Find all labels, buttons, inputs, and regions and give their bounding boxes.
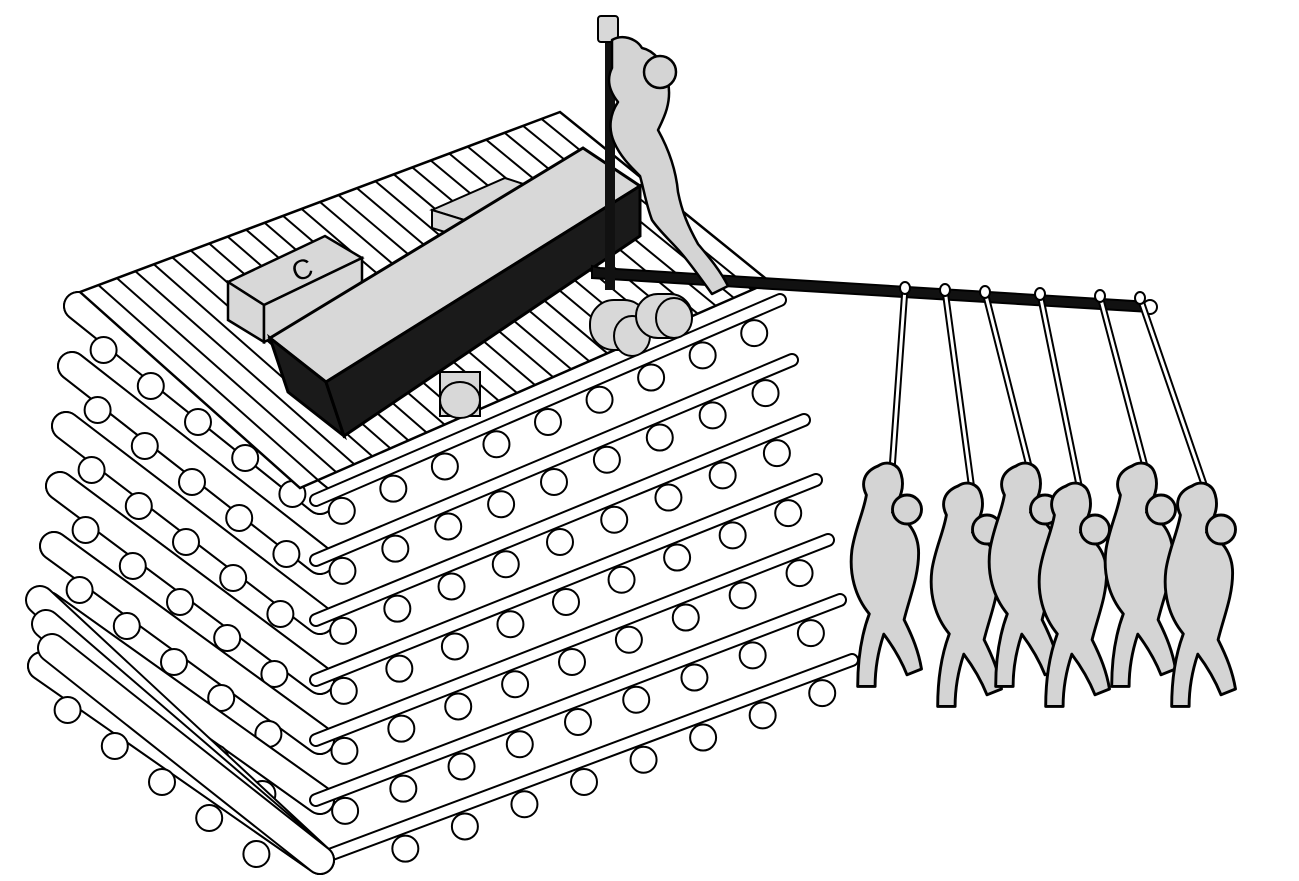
log-end <box>79 457 105 483</box>
log-end <box>435 513 461 539</box>
log-end <box>507 731 533 757</box>
log-end <box>559 649 585 675</box>
log-end <box>571 769 597 795</box>
log-end <box>553 589 579 615</box>
log-end <box>149 769 175 795</box>
log-end <box>720 522 746 548</box>
log-end <box>138 373 164 399</box>
log-end <box>690 342 716 368</box>
hauler-figure <box>931 483 1001 706</box>
log-end <box>493 551 519 577</box>
log-end <box>380 476 406 502</box>
log-end <box>488 491 514 517</box>
log-end <box>102 733 128 759</box>
log-end <box>681 665 707 691</box>
log-end <box>587 387 613 413</box>
log-end <box>388 716 414 742</box>
hauling-ropes <box>892 282 1206 490</box>
log-end <box>750 702 776 728</box>
log-end <box>535 409 561 435</box>
log-end <box>331 738 357 764</box>
log-end <box>787 560 813 586</box>
log-end <box>243 841 269 867</box>
log-end <box>740 642 766 668</box>
log-end <box>390 776 416 802</box>
log-end <box>267 601 293 627</box>
log-end <box>432 453 458 479</box>
log-end <box>775 500 801 526</box>
log-end <box>85 397 111 423</box>
log-end <box>710 462 736 488</box>
log-end <box>179 469 205 495</box>
log-end <box>764 440 790 466</box>
log-end <box>609 567 635 593</box>
log-end <box>809 680 835 706</box>
log-end <box>690 725 716 751</box>
hauling-team <box>851 463 1235 706</box>
log-end <box>384 596 410 622</box>
log-end <box>594 447 620 473</box>
log-end <box>452 813 478 839</box>
log-end <box>332 798 358 824</box>
log-end <box>638 365 664 391</box>
log-end <box>647 425 673 451</box>
log-end <box>273 541 299 567</box>
log-end <box>449 753 475 779</box>
log-end <box>329 498 355 524</box>
log-end <box>483 431 509 457</box>
log-end <box>220 565 246 591</box>
log-end <box>565 709 591 735</box>
log-end <box>331 678 357 704</box>
log-end <box>730 582 756 608</box>
log-end <box>55 697 81 723</box>
log-end <box>511 791 537 817</box>
log-end <box>386 656 412 682</box>
log-end <box>382 536 408 562</box>
log-end <box>330 618 356 644</box>
log-end <box>173 529 199 555</box>
log-end <box>655 485 681 511</box>
log-end <box>445 693 471 719</box>
log-end <box>616 627 642 653</box>
log-end <box>631 747 657 773</box>
log-end <box>439 573 465 599</box>
log-end <box>91 337 117 363</box>
log-end <box>73 517 99 543</box>
log-end <box>196 805 222 831</box>
log-end <box>623 687 649 713</box>
log-end <box>753 380 779 406</box>
log-end <box>120 553 146 579</box>
log-end <box>214 625 240 651</box>
log-end <box>185 409 211 435</box>
log-end <box>132 433 158 459</box>
log-end <box>502 671 528 697</box>
hauler-figure <box>851 463 921 686</box>
log-end <box>329 558 355 584</box>
log-end <box>664 545 690 571</box>
log-end <box>67 577 93 603</box>
log-end <box>601 507 627 533</box>
log-end <box>700 402 726 428</box>
log-end <box>126 493 152 519</box>
log-end <box>497 611 523 637</box>
hauler-figure <box>1165 483 1235 706</box>
log-end <box>741 320 767 346</box>
log-end <box>798 620 824 646</box>
log-end <box>547 529 573 555</box>
log-end <box>226 505 252 531</box>
log-end <box>673 605 699 631</box>
log-end <box>114 613 140 639</box>
log-end <box>167 589 193 615</box>
log-end <box>541 469 567 495</box>
log-end <box>442 633 468 659</box>
log-end <box>392 836 418 862</box>
